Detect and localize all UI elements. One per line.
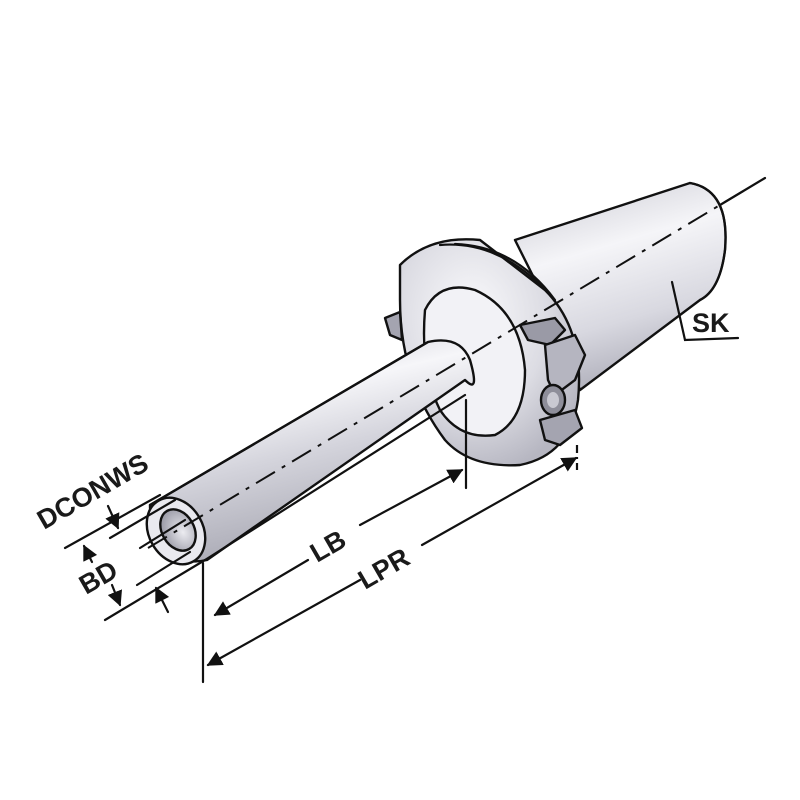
sk-leader-line: [670, 280, 740, 342]
label-lpr: LPR: [353, 542, 415, 595]
center-axis: [147, 189, 746, 549]
axis-extension: [718, 176, 767, 207]
extension-shank: [145, 339, 476, 566]
label-sk: SK: [692, 308, 730, 338]
lb-dimension: [213, 468, 464, 617]
lpr-dimension: [206, 456, 578, 667]
label-lb: LB: [305, 524, 351, 568]
diameter-dimensions: [63, 493, 207, 622]
